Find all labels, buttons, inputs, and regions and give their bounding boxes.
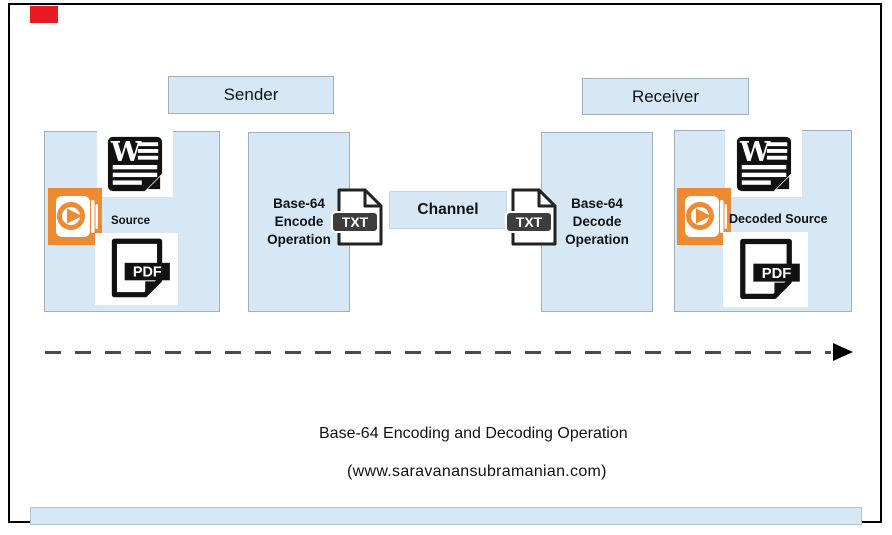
channel-box: Channel: [389, 191, 507, 229]
txt-file-icon: TXT: [505, 188, 557, 246]
arrowhead-icon: [833, 343, 853, 361]
svg-text:TXT: TXT: [342, 214, 369, 230]
pdf-icon-svg: PDF: [111, 238, 170, 298]
red-marker: [30, 6, 58, 23]
word-icon-svg: W: [107, 136, 163, 192]
svg-text:W: W: [110, 137, 142, 168]
sender-label: Sender: [223, 85, 279, 104]
svg-text:PDF: PDF: [761, 265, 791, 281]
word-icon-svg: W: [736, 136, 791, 191]
txt-file-icon: TXT: [331, 188, 383, 246]
receiver-box: Receiver: [582, 78, 749, 115]
diagram-title: Base-64 Encoding and Decoding Operation: [319, 425, 628, 442]
sender-box: Sender: [168, 76, 334, 114]
word-document-icon: W: [725, 130, 802, 197]
pdf-document-icon: PDF: [95, 233, 178, 305]
decode-label: Base-64 Decode Operation: [565, 195, 629, 248]
word-document-icon: W: [97, 131, 173, 197]
encode-label: Base-64 Encode Operation: [267, 195, 331, 248]
source-label: Source: [111, 215, 150, 227]
receiver-label: Receiver: [631, 86, 700, 106]
svg-text:W: W: [738, 137, 770, 168]
svg-text:TXT: TXT: [516, 214, 543, 230]
transmission-dashed-line: [45, 351, 831, 354]
decode-operation-box: Base-64 Decode Operation: [541, 132, 653, 312]
media-player-icon: [48, 188, 102, 245]
website-credit: (www.saravanansubramanian.com): [347, 463, 607, 480]
svg-text:PDF: PDF: [132, 265, 161, 281]
channel-label: Channel: [417, 201, 479, 218]
media-player-icon: [677, 188, 731, 245]
decoded-source-label: Decoded Source: [729, 212, 828, 226]
pdf-icon-svg: PDF: [739, 238, 800, 299]
footer-blue-bar: [30, 507, 862, 525]
pdf-document-icon: PDF: [723, 232, 808, 307]
